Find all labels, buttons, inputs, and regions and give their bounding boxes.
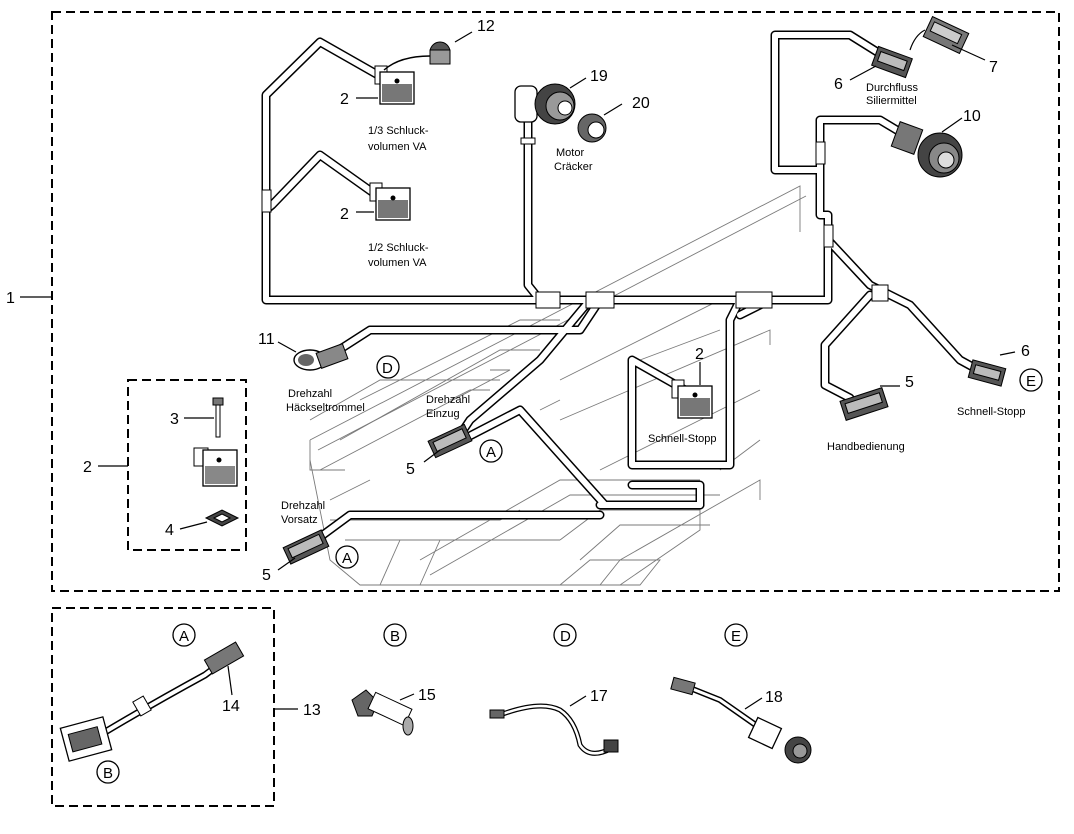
callout-12: 12 [477,18,495,35]
valve-connector-2-detail-icon [193,447,238,487]
label-motor-1: Motor [556,147,584,159]
callout-15: 15 [418,687,436,704]
label-dz-einzug-2: Einzug [426,408,460,420]
machine-outline [309,185,807,586]
plug-15-icon [351,689,414,736]
label-durchfluss-2: Siliermittel [866,95,917,107]
connector-5-vorsatz-icon [282,529,330,565]
callout-2-box: 2 [83,459,92,476]
connector-5-hand-icon [839,387,889,421]
marker-e-main: E [1026,373,1036,390]
callout-14: 14 [222,698,240,715]
connector-6-top-icon [871,45,913,79]
callout-19: 19 [590,68,608,85]
label-handbedienung: Handbedienung [827,441,905,453]
valve-connector-2-mid-icon [369,182,411,221]
cable-17-icon [489,703,619,756]
callout-6-top: 6 [834,76,843,93]
cable-18-icon [670,676,812,764]
callout-13: 13 [303,702,321,719]
adapter-cable-13-icon [59,641,245,762]
connector-5-einzug-icon [427,423,473,459]
callout-5-vorsatz: 5 [262,567,271,584]
callout-18: 18 [765,689,783,706]
valve-connector-2-schnell-icon [671,379,713,419]
callout-6-right: 6 [1021,343,1030,360]
main-assembly-frame [51,11,1060,592]
sensor-12-icon [383,41,451,71]
callout-5-hand: 5 [905,374,914,391]
label-schnell-center: Schnell-Stopp [648,433,717,445]
marker-e-header: E [731,628,741,645]
main-harness-inner [263,32,985,543]
callout-11: 11 [258,331,275,348]
valve-connector-2-top-icon [374,65,415,105]
marker-d-main: D [382,360,393,377]
callout-3: 3 [170,411,179,428]
kit-13-frame [51,607,275,807]
cable-collar [520,137,536,145]
label-dz-haeck-1: Drehzahl [288,388,332,400]
callout-20: 20 [632,95,650,112]
callout-17: 17 [590,688,608,705]
marker-a-einzug: A [486,444,496,461]
label-schluck12-1: 1/2 Schluck- [368,242,429,254]
marker-d-header: D [560,628,571,645]
label-schluck13-1: 1/3 Schluck- [368,125,429,137]
connector-19-icon [514,83,576,125]
seal-4-icon [204,509,240,527]
callout-4: 4 [165,522,174,539]
connector-10-icon [890,121,963,178]
detail-2-frame [127,379,247,551]
callout-2-schnell: 2 [695,346,704,363]
label-dz-vorsatz-2: Vorsatz [281,514,318,526]
leader-lines [20,31,1016,710]
label-schluck13-2: volumen VA [368,141,427,153]
connector-7-icon [909,15,970,55]
label-schluck12-2: volumen VA [368,257,427,269]
screw-3-icon [212,397,224,438]
callout-1: 1 [6,290,15,307]
marker-b-header: B [390,628,400,645]
label-dz-vorsatz-1: Drehzahl [281,500,325,512]
label-schnell-right: Schnell-Stopp [957,406,1026,418]
connector-20-icon [577,113,607,143]
connector-6-right-icon [967,359,1007,387]
callout-10: 10 [963,108,981,125]
sensor-11-icon [293,343,349,371]
label-dz-einzug-1: Drehzahl [426,394,470,406]
callout-5-einzug: 5 [406,461,415,478]
marker-a-vorsatz: A [342,550,352,567]
label-dz-haeck-2: Häckseltrommel [286,402,365,414]
callout-2-mid: 2 [340,206,349,223]
marker-a-detail: A [179,628,189,645]
callout-7: 7 [989,59,998,76]
callout-2-top: 2 [340,91,349,108]
cable-junctions [261,141,889,309]
label-motor-2: Cräcker [554,161,593,173]
marker-b-detail: B [103,765,113,782]
label-durchfluss-1: Durchfluss [866,82,918,94]
marker-circles [96,355,1043,784]
